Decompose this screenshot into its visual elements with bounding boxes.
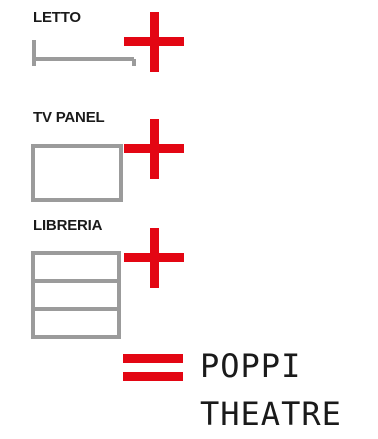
tv-panel-icon: [31, 144, 123, 202]
bed-icon: [32, 40, 136, 66]
item-label-letto: LETTO: [33, 9, 81, 26]
equals-bar: [123, 354, 183, 363]
equals-bar: [123, 372, 183, 381]
plus-icon: [124, 119, 184, 179]
plus-icon: [124, 12, 184, 72]
item-label-tv-panel: TV PANEL: [33, 109, 105, 126]
result-line-1: POPPI: [200, 347, 302, 385]
item-label-libreria: LIBRERIA: [33, 217, 103, 234]
result-line-2: THEATRE: [200, 395, 342, 433]
plus-icon: [124, 228, 184, 288]
equals-icon: [123, 352, 183, 384]
bookshelf-icon: [31, 251, 121, 339]
